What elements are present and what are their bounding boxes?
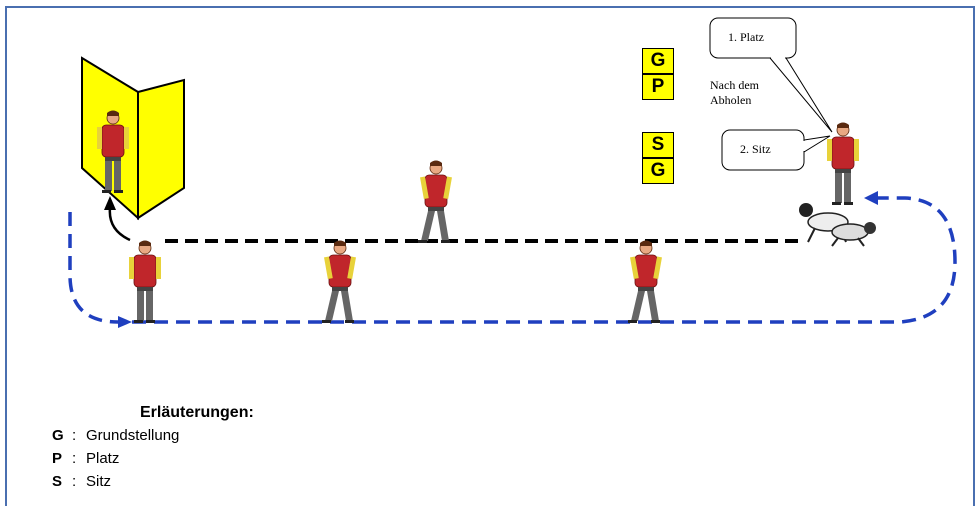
arrowhead-icon <box>118 316 132 328</box>
curved-arrow <box>108 207 131 242</box>
speech-bubble-2 <box>721 129 831 171</box>
handler-figure <box>627 240 663 324</box>
legend-key: P <box>52 450 63 467</box>
note-line: Nach dem <box>710 78 759 92</box>
handler-figure <box>826 122 860 206</box>
legend-sep: : <box>72 473 77 490</box>
diagram-frame <box>5 6 975 506</box>
legend-sep: : <box>72 427 77 444</box>
command-box: S <box>642 132 674 158</box>
speech-bubble-1 <box>709 17 833 133</box>
command-box: G <box>642 158 674 184</box>
note-text: Nach dem Abholen <box>710 78 759 108</box>
legend-title: Erläuterungen: <box>140 404 254 421</box>
arrowhead-icon <box>864 191 878 205</box>
legend-sep: : <box>72 450 77 467</box>
command-box: G <box>642 48 674 74</box>
legend-key: S <box>52 473 63 490</box>
legend-item: P: Platz <box>52 450 119 467</box>
return-path <box>68 196 957 324</box>
bubble-text-sitz: 2. Sitz <box>740 142 771 156</box>
handler-figure <box>321 240 357 324</box>
dog-icon <box>799 203 876 247</box>
bubble-text-platz: 1. Platz <box>728 30 764 44</box>
legend-label: Grundstellung <box>86 427 180 444</box>
handler-figure <box>417 160 453 244</box>
legend-item: G: Grundstellung <box>52 427 179 444</box>
legend-label: Platz <box>86 450 120 467</box>
arrowhead-icon <box>104 196 116 210</box>
legend-label: Sitz <box>86 473 112 490</box>
command-box: P <box>642 74 674 100</box>
handler-figure <box>128 240 162 324</box>
note-line: Abholen <box>710 93 752 107</box>
legend-key: G <box>52 427 64 444</box>
legend-item: S: Sitz <box>52 473 111 490</box>
